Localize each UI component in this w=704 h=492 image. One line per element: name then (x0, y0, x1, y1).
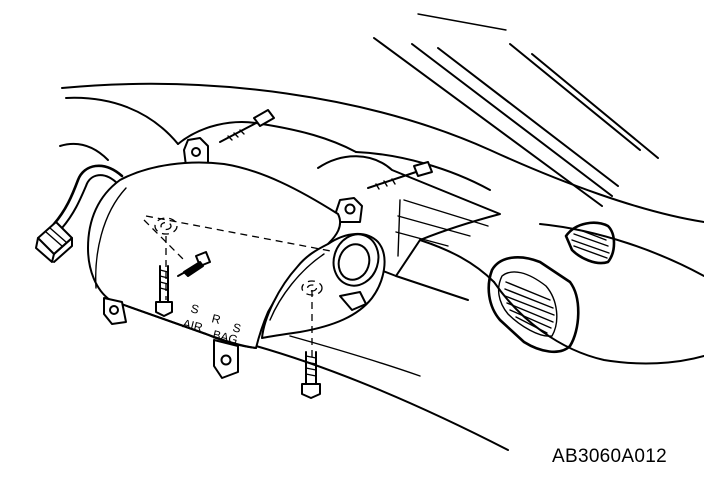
connector-detail (49, 227, 67, 243)
alignment-line (145, 215, 337, 253)
glovebox-inner-line (397, 199, 401, 257)
side-air-vent (564, 221, 616, 265)
dash-lower-contour (493, 281, 704, 365)
marking-s-bottom: S (231, 320, 242, 336)
windshield-line (411, 43, 613, 197)
windshield-line (373, 37, 603, 207)
windshield-line (531, 53, 659, 159)
vent-louver (573, 233, 609, 247)
dash-right-contour (539, 223, 704, 277)
dash-pad-edge (177, 121, 263, 145)
glovebox-opening (317, 155, 501, 277)
vent-louver (573, 245, 608, 259)
bolt-head (413, 161, 433, 177)
hidden-mount-outline (154, 217, 178, 235)
lower-center-mounting-tab (213, 339, 239, 379)
glovebox-inner-line (397, 215, 471, 237)
inflator-center (337, 243, 371, 281)
electrical-connector (35, 221, 73, 263)
bolt-thread (305, 355, 317, 377)
bolt-head (155, 301, 173, 317)
center-bolt (177, 251, 211, 277)
lower-left-mounting-tab (103, 297, 127, 325)
glovebox-inner-line (403, 199, 489, 227)
lower-left-bolt (155, 265, 173, 317)
dash-lower-line (289, 335, 421, 377)
lower-right-bolt (301, 351, 321, 399)
hidden-mount-hole (306, 284, 318, 292)
windshield-line (437, 47, 619, 187)
vent-inner (497, 271, 558, 337)
mounting-hole (344, 203, 356, 215)
housing-bottom-edge (109, 299, 257, 349)
vent-louver (504, 288, 554, 309)
marking-bag: BAG (211, 327, 239, 347)
end-cap-lower-tab (339, 291, 367, 311)
windshield-line (509, 43, 641, 151)
windshield (373, 13, 659, 207)
bolt-thread (159, 269, 169, 291)
vent-frame (564, 221, 616, 265)
bolt-head (301, 383, 321, 399)
bolt-thread (227, 129, 245, 141)
bolt-thread (375, 178, 396, 190)
glovebox-inner-line (395, 231, 449, 247)
marking-r: R (210, 311, 222, 327)
glovebox-lower-edge (395, 275, 469, 301)
dash-pad-edge (261, 123, 357, 153)
hidden-mount-outline (301, 280, 323, 296)
dash-top-edge (61, 82, 704, 223)
bolt-body (183, 261, 204, 277)
glovebox-side-edge (419, 239, 495, 283)
wire-outer (52, 164, 124, 226)
bolt-head (253, 109, 275, 127)
mounting-hole (109, 305, 119, 315)
wiring-harness (52, 164, 124, 229)
vent-frame (487, 256, 580, 354)
dash-left-end (59, 142, 109, 161)
mounting-hole (191, 147, 201, 157)
inflator-disc (332, 233, 380, 287)
center-air-vent (487, 256, 580, 354)
vent-louver (509, 309, 552, 329)
bolt-shank (219, 121, 259, 143)
vent-louver (504, 295, 555, 316)
vent-louver (571, 239, 610, 254)
airbag-module: S R S AIR BAG (87, 137, 386, 379)
dash-lower-line (255, 345, 509, 451)
hidden-mount-hole (160, 221, 172, 231)
vent-louver (515, 316, 548, 334)
end-cap-edge (269, 253, 325, 321)
figure-code: AB3060A012 (552, 446, 667, 467)
bolt-head (195, 251, 211, 267)
alignment-line (143, 219, 187, 263)
upper-right-bolt (367, 161, 433, 190)
housing-trim-line (95, 187, 127, 289)
vent-louver (505, 281, 551, 301)
connector-bottom (53, 237, 73, 263)
upper-left-bolt (219, 109, 275, 143)
marking-s-top: S (189, 301, 200, 317)
mounting-hole (220, 354, 232, 366)
vent-louver (506, 302, 554, 323)
connector-side (35, 237, 55, 263)
wire-inner (61, 174, 119, 229)
windshield-top-edge (417, 13, 507, 31)
dash-pad-edge (65, 96, 179, 145)
vent-louver (579, 229, 607, 241)
marking-air: AIR (181, 316, 204, 335)
connector-detail (45, 231, 63, 247)
